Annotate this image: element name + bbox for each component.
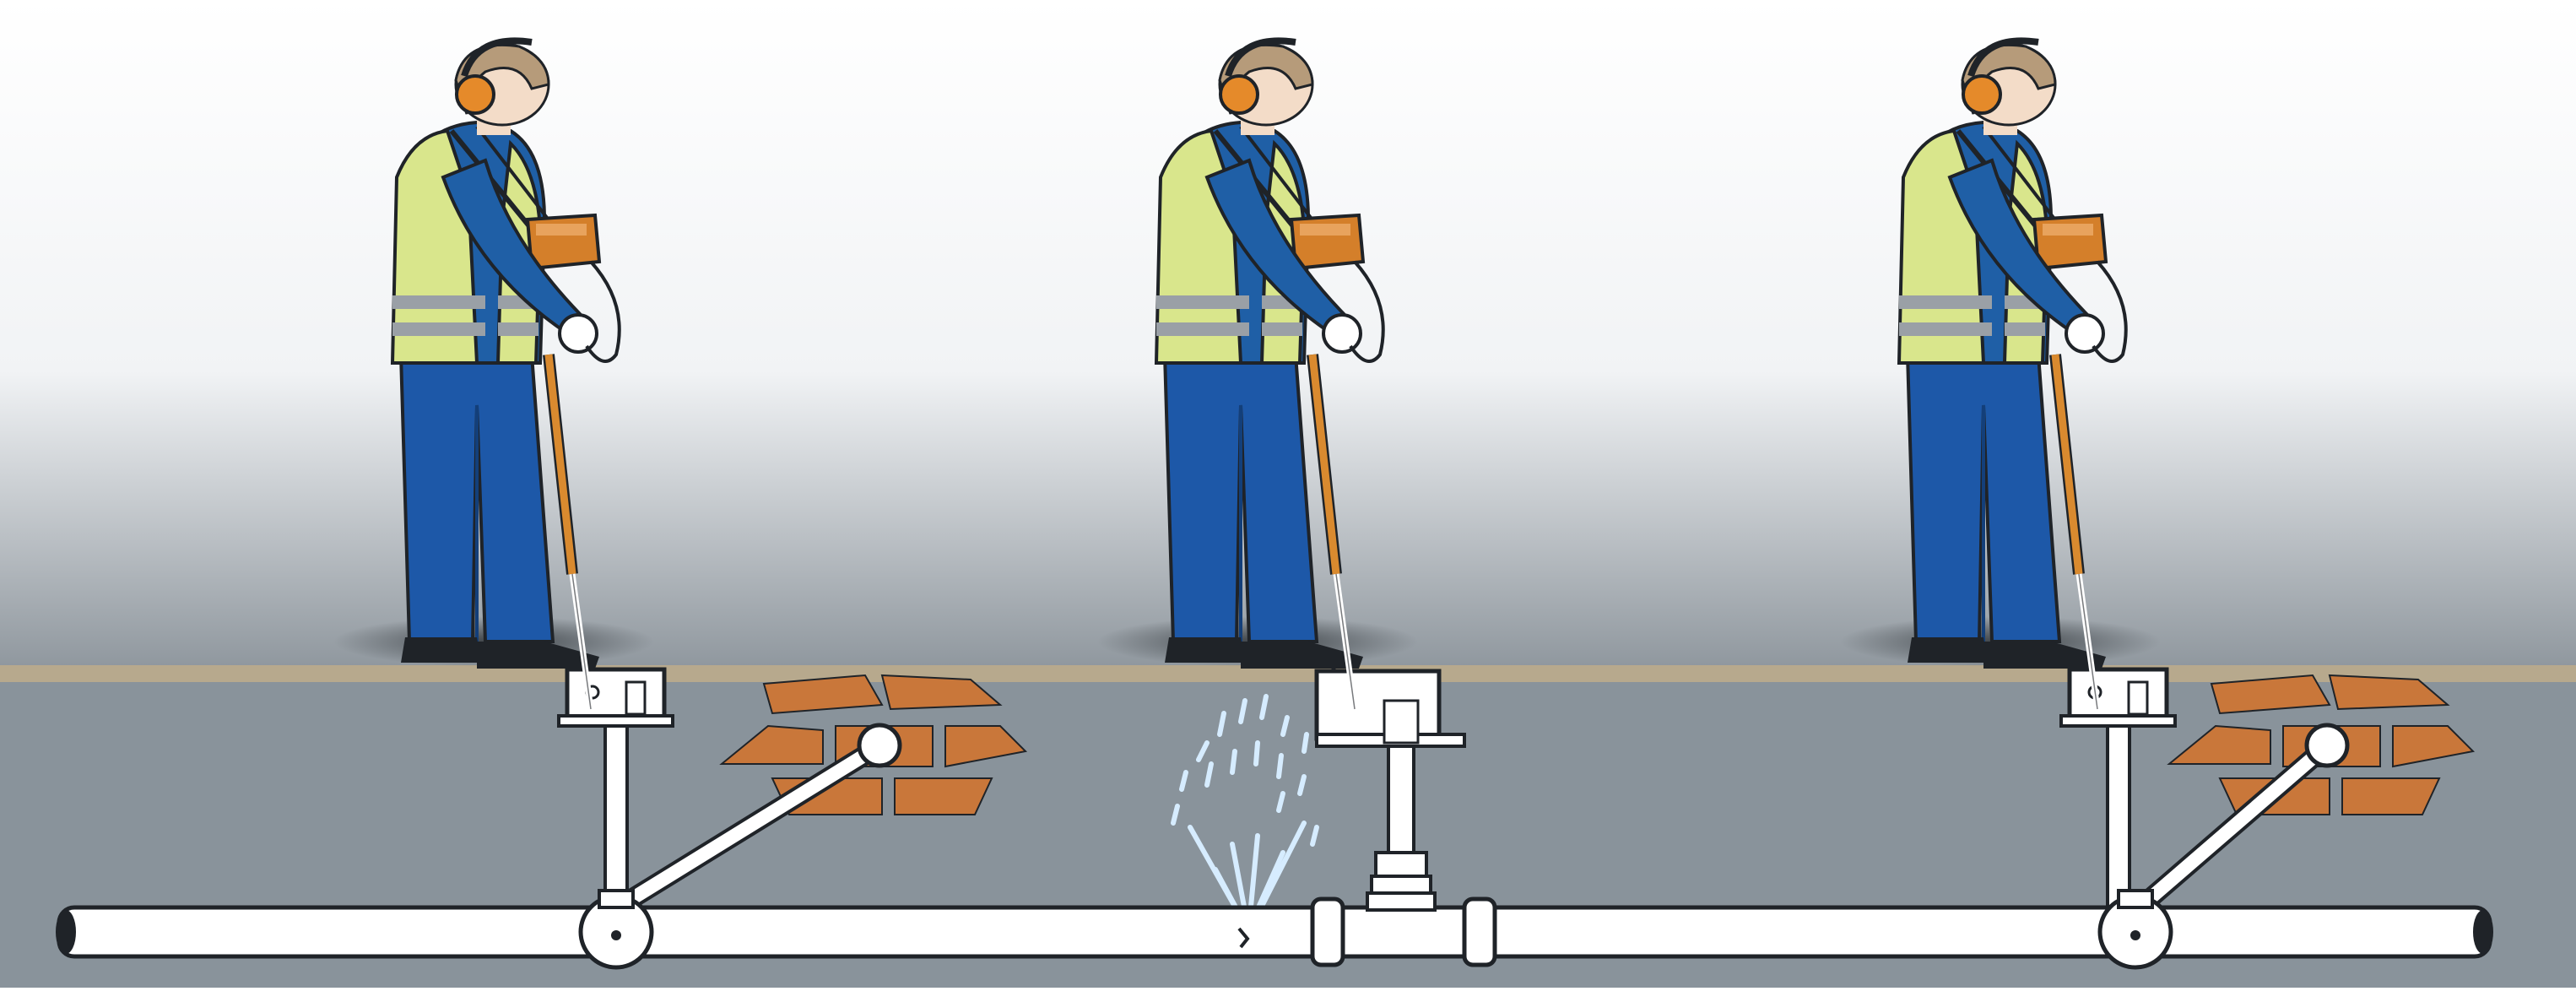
bottom-strip	[0, 988, 2576, 1002]
